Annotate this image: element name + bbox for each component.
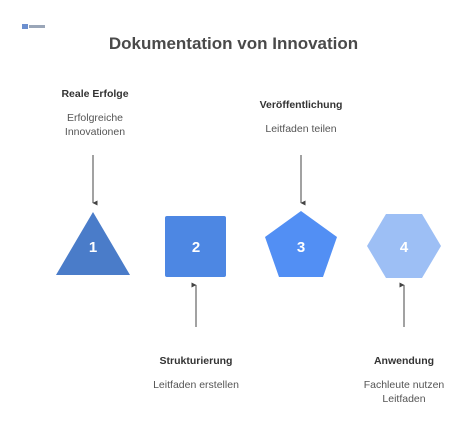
step-4-hexagon: 4 bbox=[367, 214, 441, 278]
step-4-heading: Anwendung bbox=[373, 355, 435, 367]
logo-icon bbox=[22, 24, 45, 29]
step-3-pentagon: 3 bbox=[265, 211, 337, 277]
step-2-description: Leitfaden erstellen bbox=[153, 379, 239, 391]
step-3-label: Veröffentlichung Leitfaden teilen bbox=[246, 98, 356, 136]
step-1-label: Reale Erfolge Erfolgreiche Innovationen bbox=[45, 87, 145, 139]
step-1-description: Erfolgreiche Innovationen bbox=[64, 112, 126, 138]
step-2-number: 2 bbox=[192, 239, 200, 256]
step-4-number: 4 bbox=[400, 239, 409, 256]
step-2-heading: Strukturierung bbox=[159, 355, 233, 367]
step-3-description: Leitfaden teilen bbox=[265, 123, 337, 135]
step-3-heading: Veröffentlichung bbox=[259, 99, 343, 111]
step-1-triangle: 1 bbox=[56, 212, 130, 275]
step-1-number: 1 bbox=[89, 239, 97, 256]
page-title: Dokumentation von Innovation bbox=[108, 34, 359, 53]
step-1-heading: Reale Erfolge bbox=[61, 88, 129, 100]
step-4-description: Fachleute nutzen Leitfaden bbox=[363, 379, 445, 405]
step-3-number: 3 bbox=[297, 239, 305, 256]
step-4-label: Anwendung Fachleute nutzen Leitfaden bbox=[349, 354, 459, 406]
step-2-square: 2 bbox=[165, 216, 226, 277]
step-2-label: Strukturierung Leitfaden erstellen bbox=[136, 354, 256, 392]
